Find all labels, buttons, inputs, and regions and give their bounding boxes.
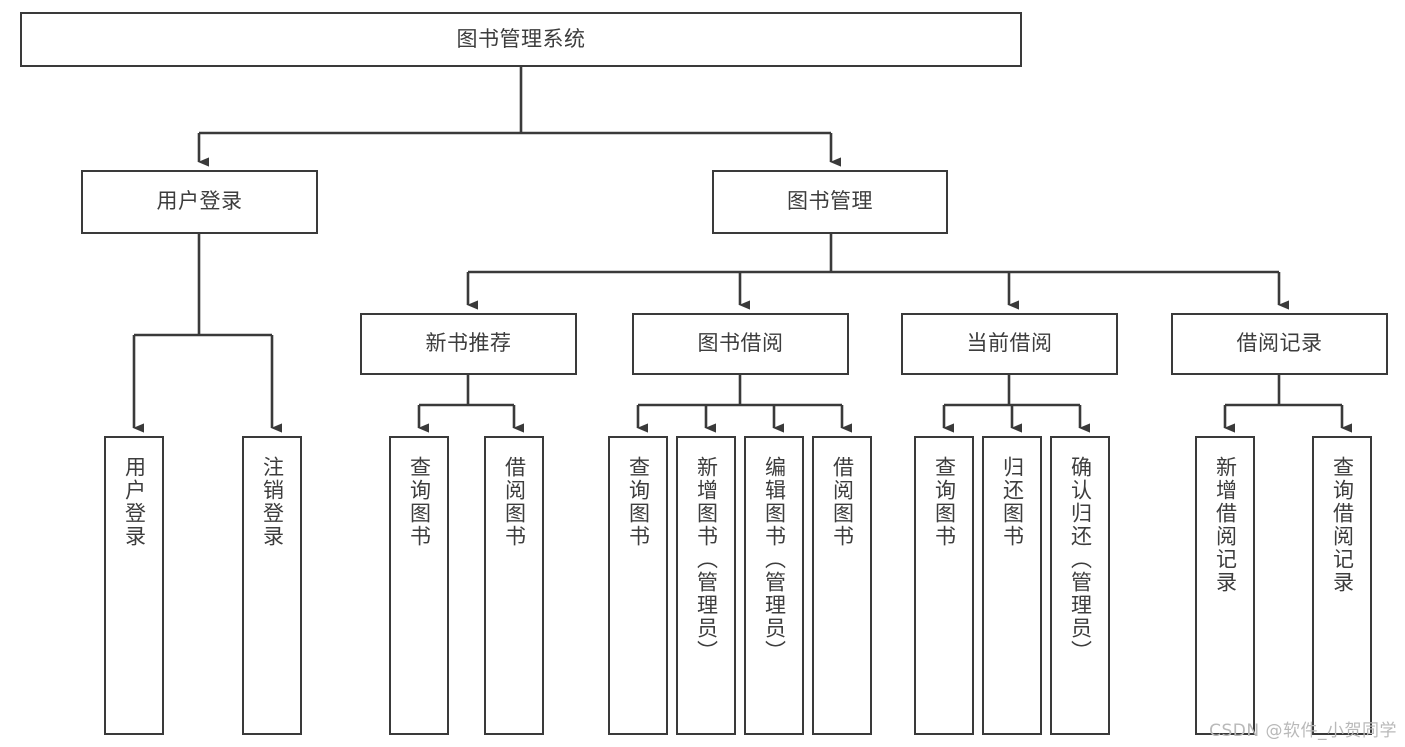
node-label: 用户登录 [156, 189, 243, 214]
node-current-borrow[interactable]: 当前借阅 [901, 313, 1118, 375]
node-label: 查询图书 [626, 456, 651, 548]
node-label: 归还图书 [1000, 456, 1025, 548]
node-borrow-record[interactable]: 借阅记录 [1171, 313, 1388, 375]
leaf-borrow-query-book[interactable]: 查询图书 [608, 436, 668, 735]
node-label: 新增图书（管理员） [694, 456, 719, 663]
leaf-current-query-book[interactable]: 查询图书 [914, 436, 974, 735]
leaf-current-return-book[interactable]: 归还图书 [982, 436, 1042, 735]
node-label: 编辑图书（管理员） [762, 456, 787, 663]
leaf-user-login-login[interactable]: 用户登录 [104, 436, 164, 735]
node-label: 图书管理 [787, 189, 873, 214]
leaf-user-login-logout[interactable]: 注销登录 [242, 436, 302, 735]
node-user-login[interactable]: 用户登录 [81, 170, 318, 234]
node-book-management[interactable]: 图书管理 [712, 170, 948, 234]
leaf-current-confirm-return-admin[interactable]: 确认归还（管理员） [1050, 436, 1110, 735]
node-label: 新增借阅记录 [1213, 456, 1238, 594]
node-root-book-management-system[interactable]: 图书管理系统 [20, 12, 1022, 67]
node-label: 查询图书 [407, 456, 432, 548]
node-label: 新书推荐 [425, 331, 512, 356]
node-book-borrow[interactable]: 图书借阅 [632, 313, 849, 375]
leaf-borrow-borrow-book[interactable]: 借阅图书 [812, 436, 872, 735]
node-label: 借阅图书 [502, 456, 527, 548]
node-label: 当前借阅 [966, 331, 1053, 356]
leaf-borrow-edit-book-admin[interactable]: 编辑图书（管理员） [744, 436, 804, 735]
leaf-recommend-query-book[interactable]: 查询图书 [389, 436, 449, 735]
node-label: 查询图书 [932, 456, 957, 548]
leaf-record-query-borrow-record[interactable]: 查询借阅记录 [1312, 436, 1372, 735]
node-label: 用户登录 [122, 456, 147, 548]
node-label: 确认归还（管理员） [1068, 456, 1093, 663]
node-label: 图书借阅 [697, 331, 784, 356]
leaf-record-add-borrow-record[interactable]: 新增借阅记录 [1195, 436, 1255, 735]
node-label: 注销登录 [260, 456, 285, 548]
leaf-recommend-borrow-book[interactable]: 借阅图书 [484, 436, 544, 735]
leaf-borrow-add-book-admin[interactable]: 新增图书（管理员） [676, 436, 736, 735]
node-label: 图书管理系统 [456, 26, 586, 51]
node-label: 借阅图书 [830, 456, 855, 548]
node-new-book-recommend[interactable]: 新书推荐 [360, 313, 577, 375]
node-label: 借阅记录 [1236, 331, 1323, 356]
node-label: 查询借阅记录 [1330, 456, 1355, 594]
